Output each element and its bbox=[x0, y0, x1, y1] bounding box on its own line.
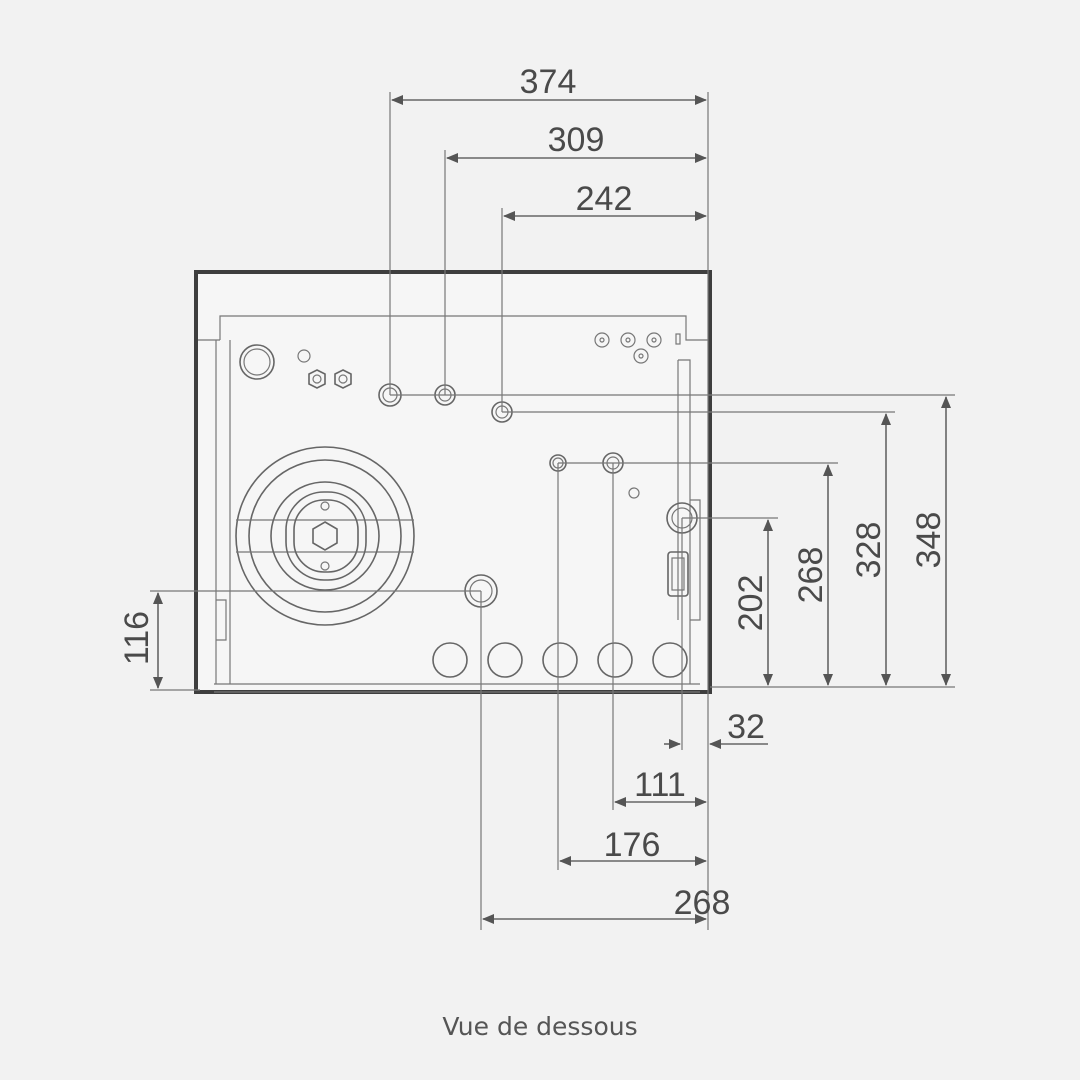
burner-ring bbox=[235, 446, 415, 626]
extension-lines bbox=[150, 92, 955, 930]
dim-top-374: 374 bbox=[520, 63, 577, 101]
dimension-arrows bbox=[153, 95, 951, 924]
dim-bottom-111: 111 bbox=[634, 766, 686, 804]
dim-right-268: 268 bbox=[792, 547, 830, 604]
view-caption: Vue de dessous bbox=[442, 1012, 638, 1041]
dim-right-328: 328 bbox=[850, 522, 888, 579]
dimension-labels: 374 309 242 202 268 328 348 116 32 111 1… bbox=[118, 63, 948, 922]
appliance-body bbox=[194, 270, 712, 694]
dim-right-202: 202 bbox=[732, 575, 770, 632]
dim-bottom-32: 32 bbox=[727, 708, 765, 746]
dim-right-348: 348 bbox=[910, 512, 948, 569]
dim-top-242: 242 bbox=[576, 180, 633, 218]
dim-left-116: 116 bbox=[118, 611, 156, 665]
dim-bottom-176: 176 bbox=[604, 826, 661, 864]
fittings bbox=[239, 332, 689, 597]
dim-bottom-268: 268 bbox=[674, 884, 731, 922]
dim-top-309: 309 bbox=[548, 121, 605, 159]
cable-holes bbox=[432, 642, 688, 678]
